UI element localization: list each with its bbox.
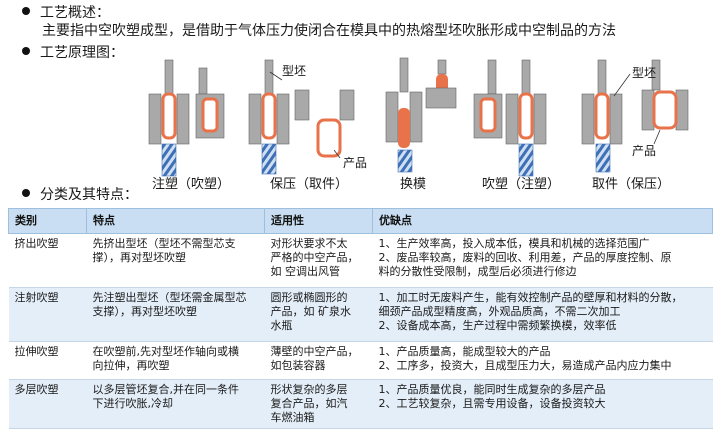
cell-pros-cons: 1、产品质量优良，能同时生成复杂的多层产品 2、工艺较复杂，且需专用设备，设备投… — [372, 379, 713, 429]
callout-parison-2: 型坯 — [632, 66, 657, 80]
stage-label-1: 注塑（吹塑） — [152, 177, 231, 192]
cell-pros-cons: 1、生产效率高，投入成本低，模具和机械的选择范围广 2、废品率较高，废料的回收、… — [372, 233, 713, 288]
bullet-icon — [22, 47, 30, 55]
bullet-icon — [22, 7, 30, 15]
cell-applicability: 薄壁的中空产品， 如包装容器 — [264, 341, 373, 380]
header-pros-cons: 优缺点 — [372, 208, 713, 234]
classification-table: 类别 特点 适用性 优缺点 挤出吹塑 先挤出型坯（型坯不需型芯支 撑），再对型坯… — [8, 208, 713, 429]
stage-label-2: 保压（取件） — [270, 177, 349, 192]
table-row: 注射吹塑 先注塑出型坯（型坯需金属型芯 支撑），再对型坯吹塑 圆形或椭圆形的 产… — [8, 287, 713, 342]
stage-1-diagram — [148, 59, 225, 177]
cell-category: 注射吹塑 — [8, 287, 87, 342]
stage-5-diagram — [581, 59, 689, 173]
header-category: 类别 — [8, 208, 87, 234]
callout-product-2: 产品 — [632, 144, 657, 158]
stage-2-diagram — [248, 59, 355, 175]
bullet-icon — [22, 189, 30, 197]
cell-feature: 在吹塑前,先对型坯作轴向或横 向拉伸，再吹塑 — [86, 341, 265, 380]
overview-description: 主要指中空吹塑成型，是借助于气体压力使闭合在模具中的热熔型坯吹胀形成中空制品的方… — [42, 23, 616, 39]
table-row: 挤出吹塑 先挤出型坯（型坯不需型芯支 撑），再对型坯吹塑 对形状要求不太 严格的… — [8, 233, 713, 288]
section-overview-heading: 工艺概述： — [22, 4, 110, 22]
table-row: 拉伸吹塑 在吹塑前,先对型坯作轴向或横 向拉伸，再吹塑 薄壁的中空产品， 如包装… — [8, 341, 713, 380]
cell-feature: 先注塑出型坯（型坯需金属型芯 支撑），再对型坯吹塑 — [86, 287, 265, 342]
process-diagram — [148, 57, 689, 177]
callout-product-1: 产品 — [343, 156, 368, 170]
cell-applicability: 圆形或椭圆形的 产品，如 矿泉水 水瓶 — [264, 287, 373, 342]
table-header-row: 类别 特点 适用性 优缺点 — [8, 208, 713, 234]
section-principle-heading: 工艺原理图： — [22, 44, 124, 62]
cell-feature: 以多层管坯复合,并在同一条件 下进行吹胀,冷却 — [86, 379, 265, 429]
stage-label-3: 换模 — [400, 177, 427, 192]
stage-label-4: 吹塑（注塑） — [482, 177, 561, 192]
callout-parison-1: 型坯 — [282, 64, 307, 78]
header-feature: 特点 — [86, 208, 265, 234]
cell-applicability: 对形状要求不太 严格的中空产品， 如 空调出风管 — [264, 233, 373, 288]
table-row: 多层吹塑 以多层管坯复合,并在同一条件 下进行吹胀,冷却 形状复杂的多层 复合产… — [8, 379, 713, 429]
cell-pros-cons: 1、产品质量高，能成型较大的产品 2、工序多，投资大，且成型压力大，易造成产品内… — [372, 341, 713, 380]
header-applicability: 适用性 — [264, 208, 373, 234]
section-classify-heading: 分类及其特点： — [22, 186, 138, 204]
stage-label-5: 取件（保压） — [592, 177, 671, 192]
cell-category: 拉伸吹塑 — [8, 341, 87, 380]
cell-feature: 先挤出型坯（型坯不需型芯支 撑），再对型坯吹塑 — [86, 233, 265, 288]
cell-category: 多层吹塑 — [8, 379, 87, 429]
stage-3-diagram — [385, 57, 457, 173]
stage-4-diagram — [473, 59, 547, 177]
cell-applicability: 形状复杂的多层 复合产品，如汽 车燃油箱 — [264, 379, 373, 429]
cell-pros-cons: 1、加工时无废料产生，能有效控制产品的壁厚和材料的分散， 细颈产品成型精度高，外… — [372, 287, 713, 342]
cell-category: 挤出吹塑 — [8, 233, 87, 288]
